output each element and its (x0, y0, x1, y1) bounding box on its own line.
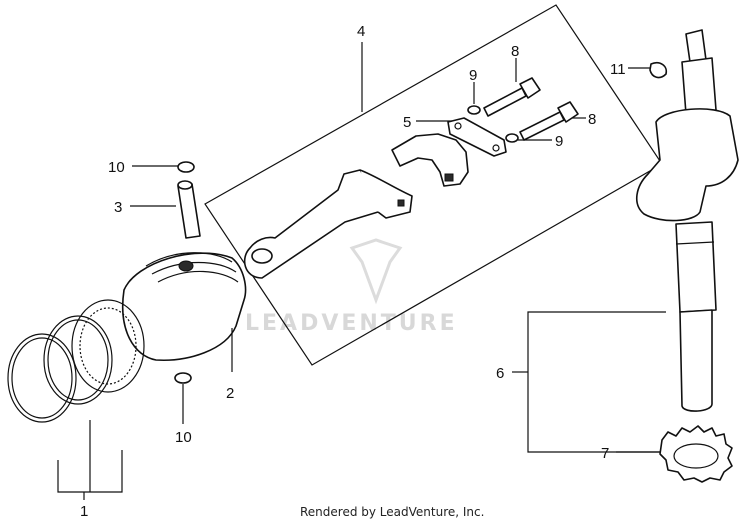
lock-plate-body (447, 117, 507, 157)
callout-8-top: 8 (511, 43, 519, 60)
piston-pin (177, 180, 201, 239)
crankshaft-tip (685, 29, 707, 63)
clip-icon (177, 161, 195, 173)
washer-icon (505, 133, 519, 143)
lock-plate-hole (454, 122, 462, 130)
piston-body (122, 252, 247, 361)
footer-credit: Rendered by LeadVenture, Inc. (300, 505, 484, 519)
lock-plate-hole (492, 144, 500, 152)
crankshaft-main-journal (675, 221, 717, 313)
gear-hub (673, 443, 719, 469)
callout-9-right: 9 (555, 133, 563, 150)
bolt-head (519, 77, 541, 99)
connecting-rod (243, 169, 413, 279)
pin-clips (174, 161, 195, 384)
washer-icon (467, 105, 481, 115)
callout-10-top: 10 (108, 159, 125, 176)
rod-small-end (251, 248, 273, 264)
ring-icon (11, 337, 73, 419)
watermark-text: LEADVENTURE (245, 311, 458, 336)
piston-ring-groove (157, 270, 239, 283)
crankshaft-shoulder (675, 241, 715, 245)
clip-icon (174, 372, 192, 384)
callout-7: 7 (601, 445, 609, 462)
callout-5: 5 (403, 114, 411, 131)
callout-4: 4 (357, 23, 365, 40)
leader-6-bracket (527, 311, 666, 453)
crankshaft (636, 29, 739, 412)
bolt-head (557, 101, 579, 123)
watermark-logo-icon (349, 238, 403, 305)
pin-end (177, 180, 193, 190)
bolts (483, 77, 579, 141)
callout-3: 3 (114, 199, 122, 216)
callout-2: 2 (226, 385, 234, 402)
lock-plate (447, 117, 507, 157)
piston-pin-hole (178, 260, 194, 272)
gear-icon (659, 425, 733, 483)
rod-cap-body (391, 133, 469, 187)
washers (467, 105, 519, 143)
crankshaft-pto-shaft (679, 309, 713, 412)
callout-8-right: 8 (588, 111, 596, 128)
rod-cap (391, 133, 469, 187)
leader-lines (57, 42, 666, 500)
piston (122, 252, 247, 361)
ring-icon (71, 299, 145, 393)
callout-labels: 1 2 3 4 5 6 7 8 8 9 9 10 10 11 (80, 23, 626, 520)
piston-rings (7, 299, 145, 423)
callout-11: 11 (610, 61, 626, 78)
oil-ring-expander (79, 307, 137, 385)
woodruff-key (649, 61, 668, 79)
callout-10-bottom: 10 (175, 429, 192, 446)
watermark: LEADVENTURE (245, 238, 458, 336)
crank-gear (659, 425, 733, 483)
crankshaft-upper-journal (681, 57, 717, 115)
pin-body (177, 183, 201, 239)
callout-6: 6 (496, 365, 504, 382)
callout-9-top: 9 (469, 67, 477, 84)
crankshaft-web (636, 108, 739, 222)
callout-1: 1 (80, 503, 88, 520)
rod-bolt-hole (397, 199, 405, 207)
key-icon (649, 61, 668, 79)
ring-icon (47, 319, 109, 401)
bolt-shank (483, 87, 527, 117)
ring-icon (43, 315, 113, 405)
piston-ring-groove (145, 252, 233, 267)
rod-cap-hole (444, 173, 454, 182)
piston-ring-groove (151, 261, 237, 275)
ring-icon (7, 333, 77, 423)
